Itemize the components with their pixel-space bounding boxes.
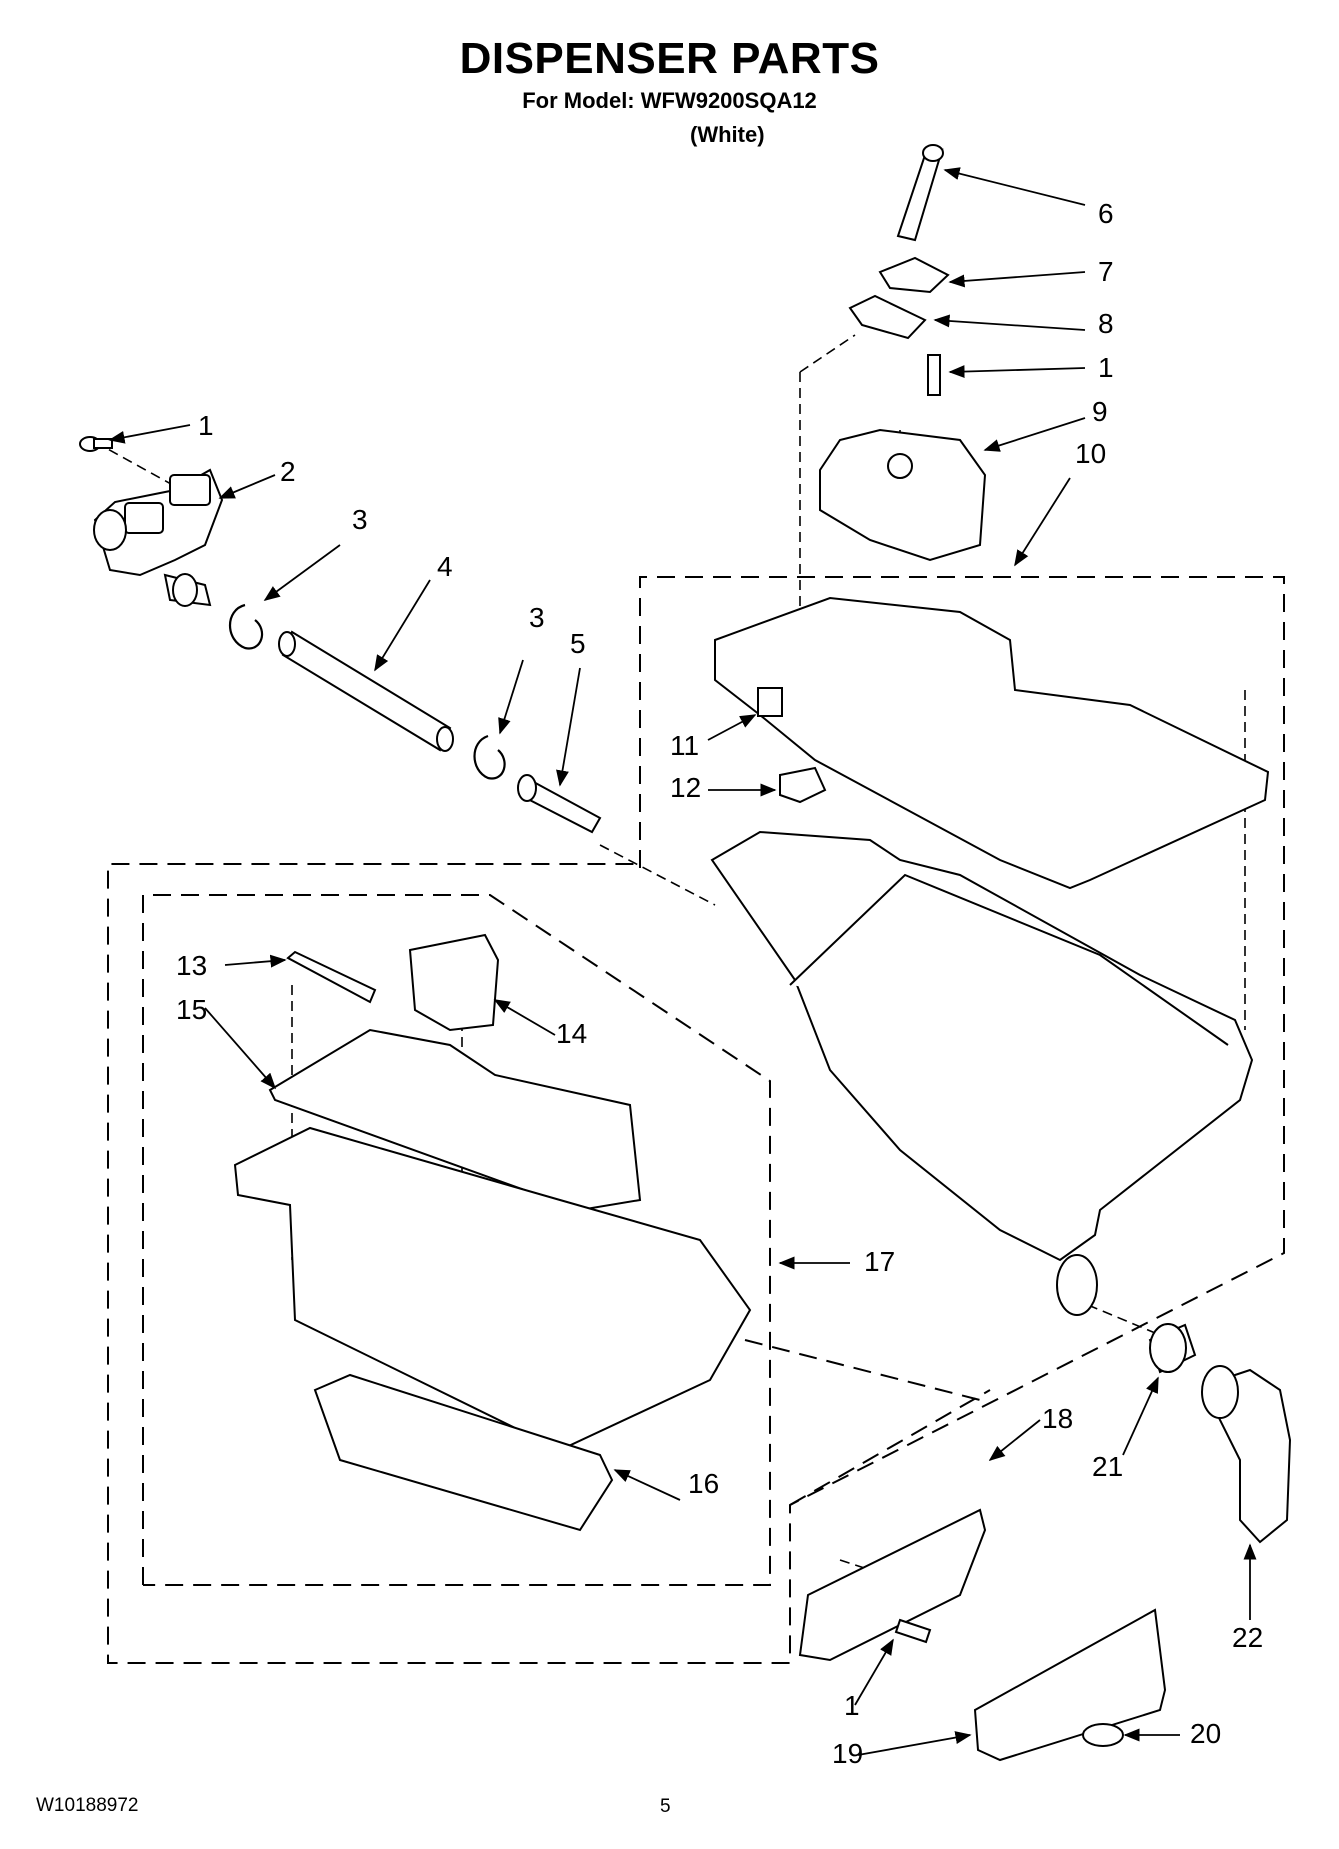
leader-arrows [108,167,1257,1756]
part-lever [896,148,944,242]
part-housing-cover [714,596,1270,890]
callout-part-5: 5 [570,628,586,659]
part-front-panel-assembly [798,1323,1292,1762]
model-subtitle: For Model: WFW9200SQA12 [522,88,817,113]
callout-part-14: 14 [556,1018,588,1049]
callout-part-15: 15 [176,994,208,1025]
callout-part-9: 9 [1092,396,1108,427]
document-number: W10188972 [36,1795,139,1816]
callout-part-1: 1 [844,1690,860,1721]
part-connector-tube [517,774,602,834]
part-gasket [848,294,927,340]
callout-part-20: 20 [1190,1718,1222,1749]
callout-part-2: 2 [280,456,296,487]
callout-part-16: 16 [688,1468,720,1499]
part-drawer-lid [268,1028,642,1212]
callout-part-10: 10 [1075,438,1107,469]
part-softener-cup [408,933,500,1032]
part-drawer-front [313,1373,614,1532]
part-hose-clamps [229,603,506,780]
callout-part-6: 6 [1098,198,1114,229]
color-variant: (White) [690,122,765,147]
page-title: DISPENSER PARTS [459,34,880,83]
callout-part-19: 19 [832,1738,864,1769]
callout-part-12: 12 [670,772,702,803]
page-number: 5 [660,1796,671,1817]
part-escutcheon [798,1508,987,1662]
boundary-dispenser-drawer [142,894,771,1586]
callout-part-18: 18 [1042,1403,1074,1434]
callout-part-11: 11 [670,730,700,761]
callout-part-8: 8 [1098,308,1114,339]
part-handle-badge [1082,1723,1124,1747]
callout-part-17: 17 [864,1246,896,1277]
callout-part-1: 1 [198,410,214,441]
part-drawer-assembly [233,933,752,1532]
part-actuator-stack [819,144,987,562]
part-housing-body [710,830,1254,1262]
part-screw-actuator [927,354,941,396]
part-drawer-tray [233,1126,752,1452]
callout-part-7: 7 [1098,256,1114,287]
part-inlet-hose [278,630,454,752]
assembly-boundaries [107,576,1285,1664]
part-float-cap [779,766,827,804]
part-latch-clip [757,687,783,717]
callout-part-21: 21 [1092,1451,1124,1482]
callout-part-3: 3 [529,602,545,633]
callout-part-1: 1 [1098,352,1114,383]
part-cam-plate [878,256,950,294]
callout-part-4: 4 [437,551,453,582]
part-siphon-cap [286,950,377,1004]
part-water-valve [93,468,224,607]
part-screw-valve [79,436,113,452]
part-drawer-handle [973,1608,1167,1762]
callout-part-13: 13 [176,950,208,981]
part-dispenser-housing [710,596,1270,1316]
callout-part-22: 22 [1232,1622,1264,1653]
part-actuator-motor [819,428,987,562]
part-screw-panel [894,1618,932,1644]
callout-part-3: 3 [352,504,368,535]
